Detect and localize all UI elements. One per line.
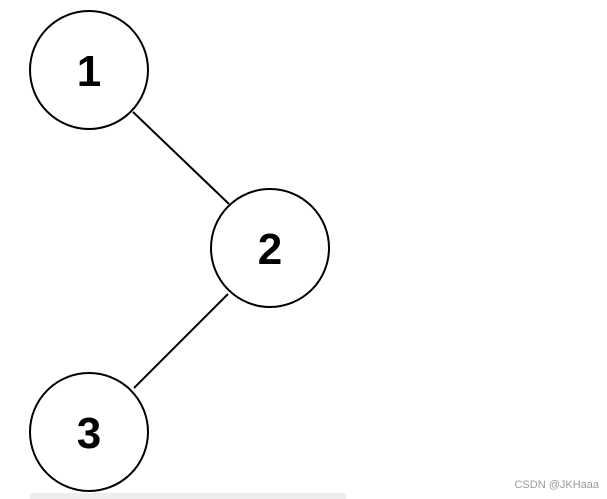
bottom-divider (30, 493, 346, 499)
node-label: 1 (77, 47, 101, 96)
tree-node-2: 2 (210, 188, 330, 308)
tree-node-3: 3 (29, 372, 149, 492)
edge-2-3 (133, 293, 229, 389)
tree-node-1: 1 (29, 10, 149, 130)
watermark: CSDN @JKHaaa (514, 479, 599, 491)
edge-1-2 (132, 111, 230, 205)
node-label: 3 (77, 409, 101, 458)
node-label: 2 (258, 225, 282, 274)
